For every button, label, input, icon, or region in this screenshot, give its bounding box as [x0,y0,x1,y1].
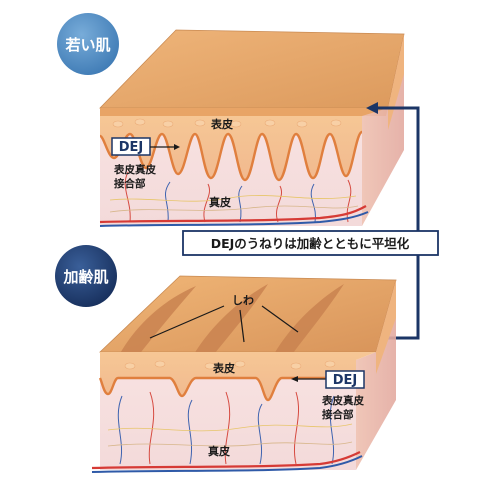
young-dej-desc-2: 接合部 [114,177,146,190]
wrinkle-label: しわ [232,294,254,307]
aged-dej-desc-2: 接合部 [322,408,354,421]
aged-dej-tag-text: DEJ [333,373,358,388]
young-artery [99,205,367,224]
young-epidermis-label: 表皮 [210,117,233,131]
aged-epidermis-label: 表皮 [212,361,235,375]
young-capillaries [109,171,359,223]
connector-arrow-top [366,102,378,114]
wrinkle-pointer-lines [149,305,299,343]
young-skin-badge-label: 若い肌 [64,36,110,54]
callout-box: DEJのうねりは加齢とともに平坦化 [182,230,439,256]
aged-vein [91,455,363,473]
young-epidermis-cells [112,118,342,128]
young-vein [99,211,369,227]
aged-dej-tag [325,370,365,389]
young-skin-badge: 若い肌 [54,10,122,78]
young-skin-surface [99,29,405,109]
young-dej-desc-1: 表皮真皮 [113,163,156,176]
aged-skin-badge-label: 加齢肌 [62,268,108,286]
young-skin-block: 表皮 真皮 [99,29,405,227]
aged-dermis-label: 真皮 [208,444,230,458]
aged-artery [91,451,361,470]
young-skin-side-face [362,34,404,226]
young-dej-membrane [99,130,364,182]
aged-skin-block: 表皮 真皮 しわ [91,275,397,473]
aged-dej-desc-1: 表皮真皮 [321,394,364,407]
callout-text: DEJのうねりは加齢とともに平坦化 [211,236,410,251]
aged-epidermis-layer [100,352,376,400]
aged-epidermis-cells [124,360,336,370]
aged-capillaries [107,391,353,465]
aged-dej-annotation: DEJ 表皮真皮 接合部 [291,370,365,421]
young-dej-tag-text: DEJ [119,140,144,155]
young-dermis-label: 真皮 [209,195,231,209]
young-dej-annotation: DEJ 表皮真皮 接合部 [111,137,180,190]
young-epidermis-layer [100,116,362,180]
aged-dej-membrane [98,376,357,402]
aged-skin-badge: 加齢肌 [52,242,120,310]
